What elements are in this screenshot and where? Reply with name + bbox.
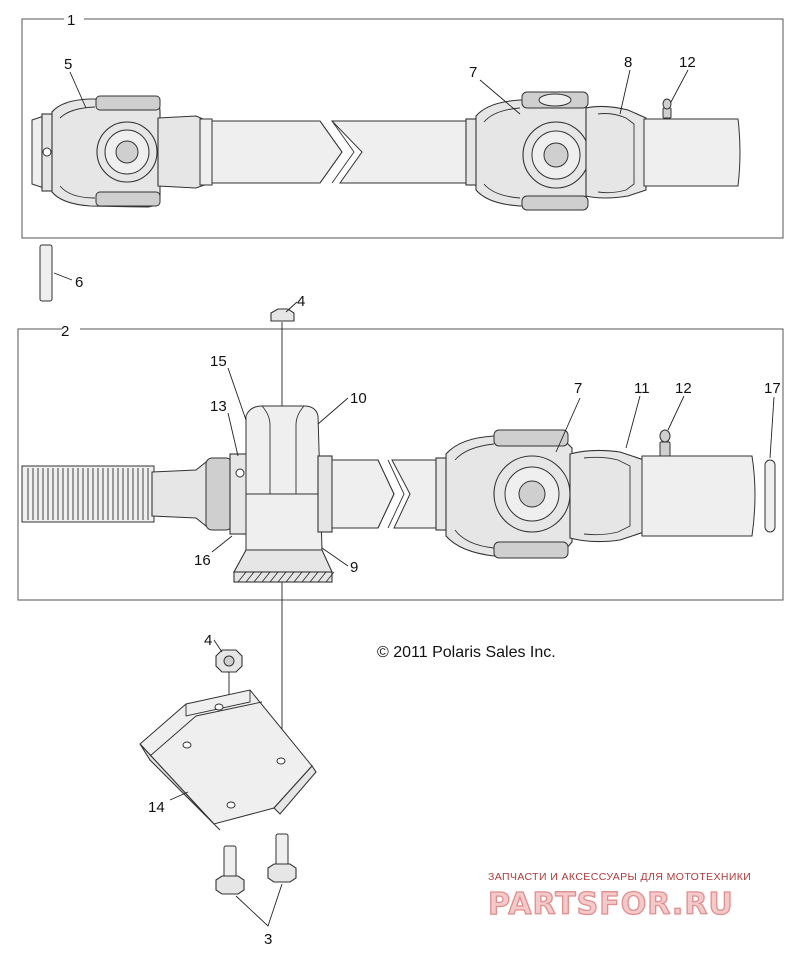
ring-part-17 — [764, 459, 776, 533]
callout-1: 1 — [67, 12, 75, 29]
pin-part-6 — [39, 244, 53, 302]
callout-8: 8 — [624, 54, 632, 71]
nut-part-4-top — [270, 308, 295, 322]
watermark: ЗАПЧАСТИ И АКСЕССУАРЫ ДЛЯ МОТОТЕХНИКИ PA… — [487, 871, 751, 923]
bolt-part-3-right — [267, 833, 297, 883]
callout-14: 14 — [148, 799, 165, 816]
lower-prop-shaft — [21, 405, 756, 583]
watermark-tagline: ЗАПЧАСТИ И АКСЕССУАРЫ ДЛЯ МОТОТЕХНИКИ — [488, 871, 751, 883]
callout-11: 11 — [634, 380, 650, 397]
base-hatch-line — [269, 571, 279, 583]
callout-2: 2 — [61, 323, 69, 340]
callout-13: 13 — [210, 398, 227, 415]
callout-6: 6 — [75, 274, 83, 291]
leader-5 — [69, 71, 87, 109]
base-hatch-line — [261, 571, 271, 583]
leader-17 — [769, 396, 775, 459]
callout-7-upper: 7 — [469, 64, 477, 81]
leader-3 — [235, 883, 283, 927]
leader-8 — [619, 69, 631, 115]
leader-15 — [227, 367, 247, 421]
leader-12-upper — [670, 69, 689, 103]
leader-6 — [53, 272, 73, 281]
base-hatch-line — [293, 571, 303, 583]
leader-14 — [169, 791, 189, 801]
base-hatch-line — [317, 571, 327, 583]
base-hatch-line — [277, 571, 287, 583]
leader-16 — [211, 535, 233, 553]
callout-16: 16 — [194, 552, 211, 569]
leader-12-lower — [667, 395, 685, 431]
nut-part-4-lower — [215, 649, 243, 673]
callout-7-lower: 7 — [574, 380, 582, 397]
base-hatch-line — [237, 571, 247, 583]
callout-10: 10 — [350, 390, 367, 407]
leader-13 — [227, 412, 239, 457]
assembly-1-frame — [21, 18, 784, 239]
callout-5: 5 — [64, 56, 72, 73]
callout-17: 17 — [764, 380, 781, 397]
leader-7-lower — [555, 397, 581, 453]
leader-4-top — [285, 301, 298, 313]
base-hatch-line — [285, 571, 295, 583]
base-hatch-line — [301, 571, 311, 583]
copyright-text: © 2011 Polaris Sales Inc. — [377, 644, 556, 661]
base-hatch-line — [245, 571, 255, 583]
base-hatch-line — [253, 571, 263, 583]
assembly-2-frame — [17, 328, 784, 601]
bracket-part-14 — [139, 689, 317, 831]
leader-11 — [625, 395, 641, 449]
callout-4-lower: 4 — [204, 632, 212, 649]
leader-4-lower — [213, 639, 223, 653]
leader-9 — [321, 547, 349, 567]
callout-4-top: 4 — [297, 293, 305, 310]
base-hatch-line — [325, 571, 335, 583]
callout-3: 3 — [264, 931, 272, 948]
watermark-logo: PARTSFOR.RU — [488, 887, 734, 922]
leader-10 — [317, 397, 349, 425]
base-hatch-line — [309, 571, 319, 583]
bolt-part-3-left — [215, 845, 245, 895]
leader-7-upper — [479, 79, 521, 115]
callout-9: 9 — [350, 559, 358, 576]
upper-prop-shaft — [31, 91, 741, 211]
callout-15: 15 — [210, 353, 227, 370]
callout-12-upper: 12 — [679, 54, 696, 71]
callout-12-lower: 12 — [675, 380, 692, 397]
